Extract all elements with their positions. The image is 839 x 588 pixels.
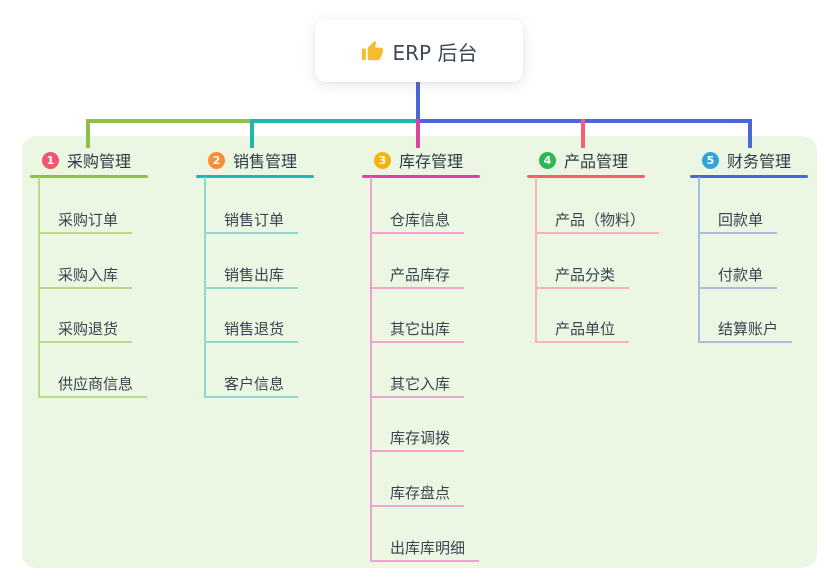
child-node[interactable]: 销售出库 bbox=[204, 263, 299, 289]
branch-connector-vertical bbox=[370, 177, 372, 562]
root-drop-line bbox=[416, 82, 420, 122]
branch-drop-line bbox=[250, 119, 254, 148]
branch-underline bbox=[527, 175, 645, 178]
branch-underline bbox=[196, 175, 314, 178]
branch-drop-line bbox=[416, 119, 420, 148]
connector-horizontal-segment bbox=[86, 119, 254, 123]
branch-node[interactable]: 2 销售管理 bbox=[196, 147, 297, 173]
branch-number-badge: 2 bbox=[208, 151, 225, 169]
branch-number-badge: 4 bbox=[539, 151, 556, 169]
root-title: ERP 后台 bbox=[392, 40, 478, 65]
branch-node[interactable]: 5 财务管理 bbox=[690, 147, 791, 173]
branch-node[interactable]: 4 产品管理 bbox=[527, 147, 628, 173]
branch-underline bbox=[690, 175, 808, 178]
child-node[interactable]: 出库库明细 bbox=[370, 536, 480, 562]
child-node[interactable]: 采购入库 bbox=[38, 263, 133, 289]
branch-connector-vertical bbox=[698, 177, 700, 344]
child-node[interactable]: 回款单 bbox=[698, 208, 778, 234]
branch-number-badge: 5 bbox=[702, 151, 719, 169]
child-node[interactable]: 销售订单 bbox=[204, 208, 299, 234]
child-node[interactable]: 仓库信息 bbox=[370, 208, 465, 234]
child-node[interactable]: 其它出库 bbox=[370, 317, 465, 344]
branch-drop-line bbox=[748, 119, 752, 148]
child-node[interactable]: 库存盘点 bbox=[370, 481, 465, 507]
branch-node[interactable]: 3 库存管理 bbox=[362, 147, 463, 173]
branch-label: 产品管理 bbox=[564, 152, 629, 171]
branch-underline bbox=[30, 175, 148, 178]
child-node[interactable]: 产品分类 bbox=[535, 263, 630, 289]
branch-node[interactable]: 1 采购管理 bbox=[30, 147, 131, 173]
child-node[interactable]: 产品（物料） bbox=[535, 208, 660, 234]
child-node[interactable]: 结算账户 bbox=[698, 317, 793, 344]
child-node[interactable]: 采购订单 bbox=[38, 208, 133, 234]
child-node[interactable]: 供应商信息 bbox=[38, 372, 148, 398]
child-node[interactable]: 客户信息 bbox=[204, 372, 299, 398]
branches-background-panel bbox=[22, 136, 817, 568]
child-node[interactable]: 库存调拨 bbox=[370, 426, 465, 453]
child-node[interactable]: 产品库存 bbox=[370, 263, 465, 289]
branch-label: 财务管理 bbox=[727, 152, 792, 171]
branch-label: 库存管理 bbox=[399, 152, 464, 171]
branch-number-badge: 3 bbox=[374, 151, 391, 169]
branch-connector-vertical bbox=[535, 177, 537, 344]
branch-label: 采购管理 bbox=[67, 152, 132, 171]
connector-horizontal-segment bbox=[252, 119, 418, 123]
child-node[interactable]: 销售退货 bbox=[204, 317, 299, 344]
thumbs-up-icon bbox=[361, 40, 384, 63]
branch-underline bbox=[362, 175, 480, 178]
child-node[interactable]: 其它入库 bbox=[370, 372, 465, 398]
branch-drop-line bbox=[581, 119, 585, 148]
child-node[interactable]: 产品单位 bbox=[535, 317, 630, 344]
branch-drop-line bbox=[86, 119, 90, 148]
child-node[interactable]: 采购退货 bbox=[38, 317, 133, 344]
branch-number-badge: 1 bbox=[42, 151, 59, 169]
branch-label: 销售管理 bbox=[233, 152, 298, 171]
mindmap-root-node[interactable]: ERP 后台 bbox=[315, 20, 523, 82]
child-node[interactable]: 付款单 bbox=[698, 263, 778, 289]
